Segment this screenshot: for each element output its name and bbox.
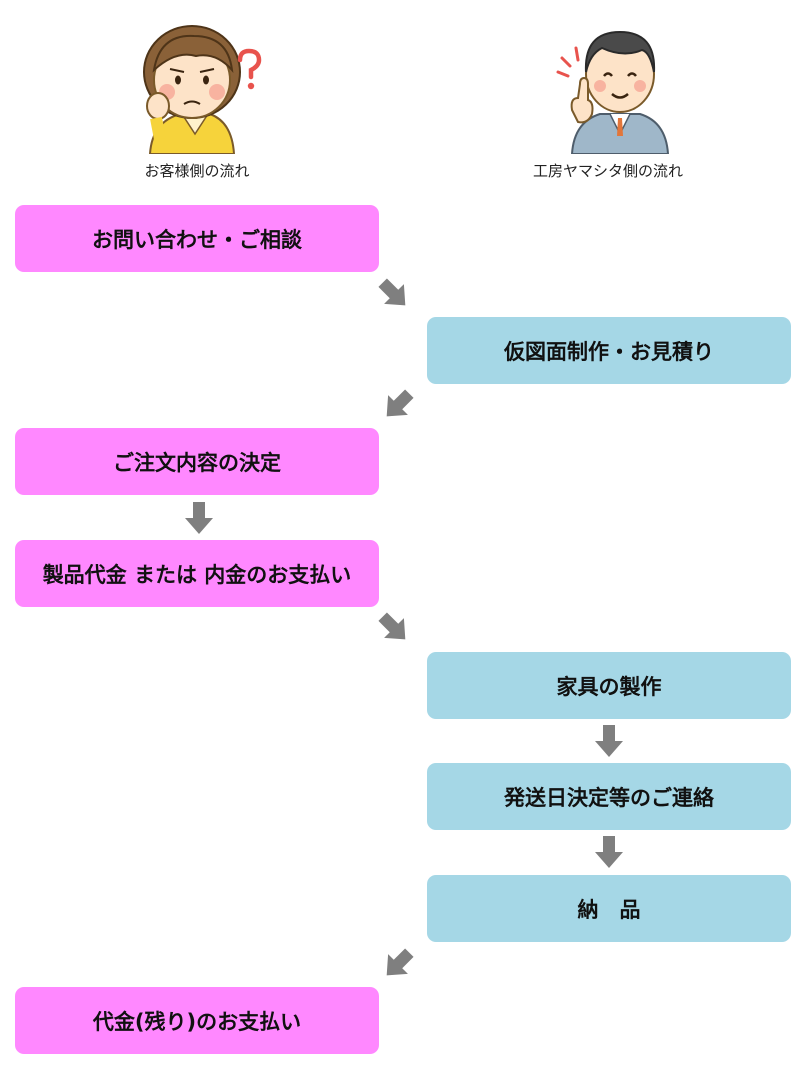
workshop-lane-label: 工房ヤマシタ側の流れ — [532, 162, 683, 180]
confused-woman-icon — [143, 25, 241, 154]
arrow-down-right-icon — [378, 612, 406, 640]
step-order-decision: ご注文内容の決定 — [15, 428, 379, 495]
arrow-down-left-icon — [386, 389, 414, 417]
step-inquiry: お問い合わせ・ご相談 — [15, 205, 379, 272]
step-production: 家具の製作 — [427, 652, 791, 719]
customer-lane-label: お客様側の流れ — [144, 162, 250, 180]
step-final-payment: 代金(残り)のお支払い — [15, 987, 379, 1054]
arrow-down-icon — [595, 725, 623, 757]
step-estimate: 仮図面制作・お見積り — [427, 317, 791, 384]
pointing-man-icon — [556, 30, 670, 154]
arrow-down-left-icon — [386, 948, 414, 976]
step-shipping-notice: 発送日決定等のご連絡 — [427, 763, 791, 830]
step-payment-deposit: 製品代金 または 内金のお支払い — [15, 540, 379, 607]
arrow-down-right-icon — [378, 278, 406, 306]
question-mark-icon — [237, 48, 262, 90]
step-delivery: 納 品 — [427, 875, 791, 942]
arrow-down-icon — [595, 836, 623, 868]
arrow-down-icon — [185, 502, 213, 534]
